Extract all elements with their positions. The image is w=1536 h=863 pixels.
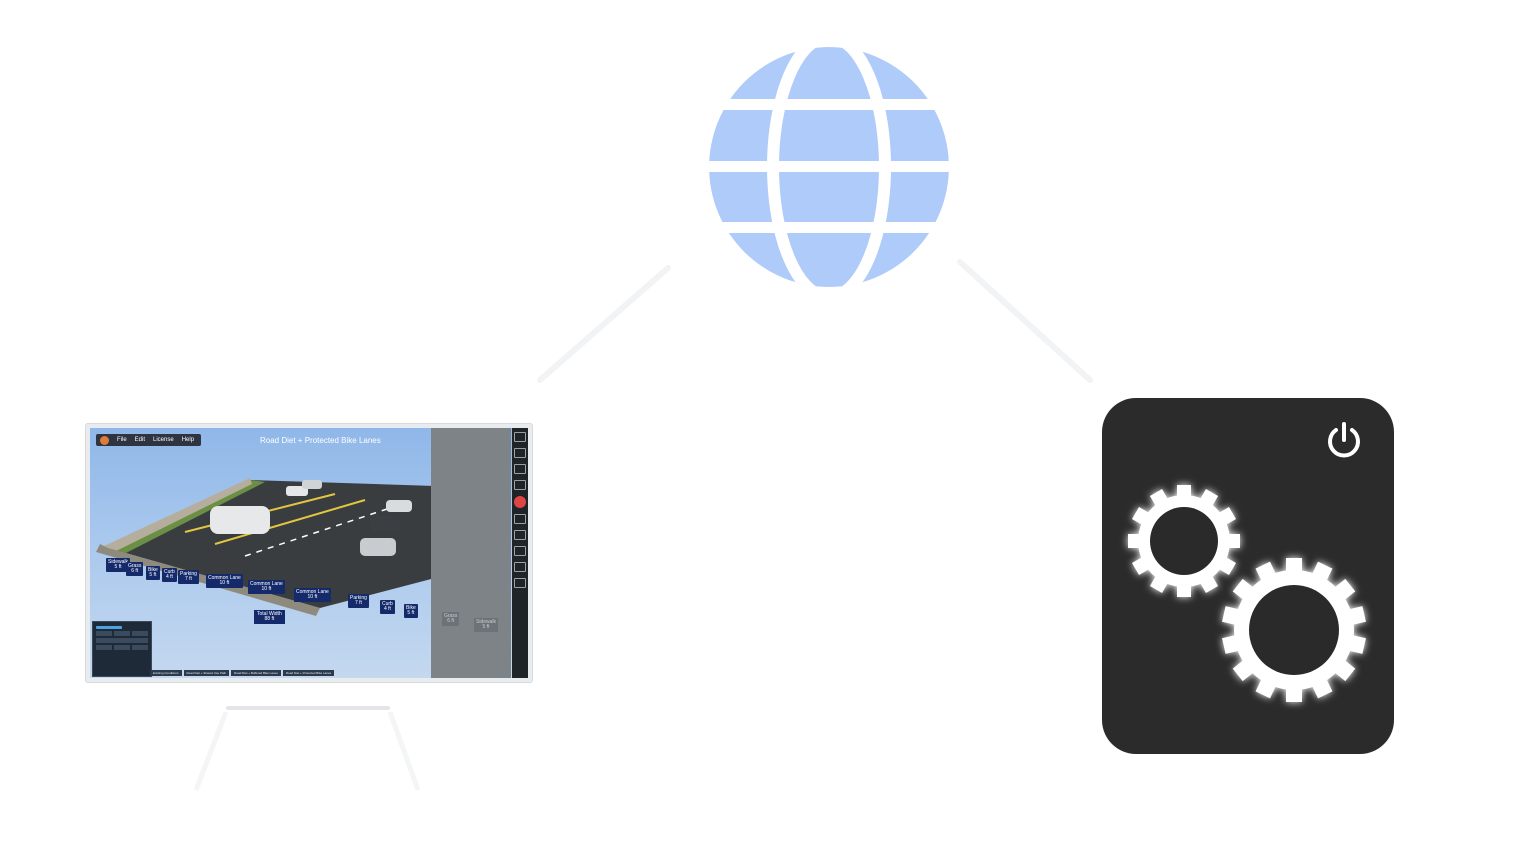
large-gear-icon [1222,558,1366,702]
gear-box-icon [1102,398,1394,754]
stand-right [387,711,421,791]
menu-help[interactable]: Help [181,437,195,443]
layers-icon[interactable] [514,432,526,442]
control-button[interactable] [114,631,130,636]
connector-globe-computer [537,265,671,383]
app-logo-icon [100,435,109,445]
tab-buffered-bike-lanes[interactable]: Road Diet + Buffered Bike Lanes [231,670,281,676]
pedestrian-icon[interactable] [514,464,526,474]
connector-globe-server [957,259,1093,383]
list-icon[interactable] [514,480,526,490]
small-gear-icon [1128,485,1240,597]
gears-icon [1128,485,1366,702]
record-icon[interactable] [514,496,526,508]
menu-license[interactable]: License [153,437,174,443]
vehicle-icon[interactable] [514,448,526,458]
app-screenshot: File Edit License Help Road Diet + Prote… [90,428,528,678]
monitor-stand [226,706,390,710]
camera-icon[interactable] [514,546,526,556]
tab-protected-bike-lanes[interactable]: Road Diet + Protected Bike Lanes [282,670,335,676]
simulation-control-panel [92,621,152,677]
photo-icon[interactable] [514,562,526,572]
right-toolbar [512,428,528,678]
side-panel [431,428,511,678]
sun-icon[interactable] [514,514,526,524]
menu-edit[interactable]: Edit [134,437,146,443]
panel-header [93,622,151,624]
tab-existing-conditions[interactable]: Existing Conditions [150,670,182,676]
menu-bar: File Edit License Help [96,434,202,446]
control-button[interactable] [132,645,148,650]
export-icon[interactable] [514,578,526,588]
control-button[interactable] [132,631,148,636]
control-button[interactable] [114,645,130,650]
menu-file[interactable]: File [117,437,127,443]
scenario-tabs: Existing Conditions Road Diet + Shared U… [150,670,335,676]
control-button[interactable] [96,631,112,636]
settings-icon[interactable] [514,530,526,540]
control-button[interactable] [96,638,148,643]
time-slider[interactable] [96,626,122,629]
tab-shared-use-path[interactable]: Road Diet + Shared Use Path [183,670,230,676]
total-width-label: Total Width 88 ft [254,610,285,624]
scenario-title: Road Diet + Protected Bike Lanes [260,436,381,445]
power-icon [1328,422,1360,458]
stand-left [193,711,229,791]
globe-icon [706,44,952,290]
monitor-icon: File Edit License Help Road Diet + Prote… [86,424,532,682]
control-button[interactable] [96,645,112,650]
